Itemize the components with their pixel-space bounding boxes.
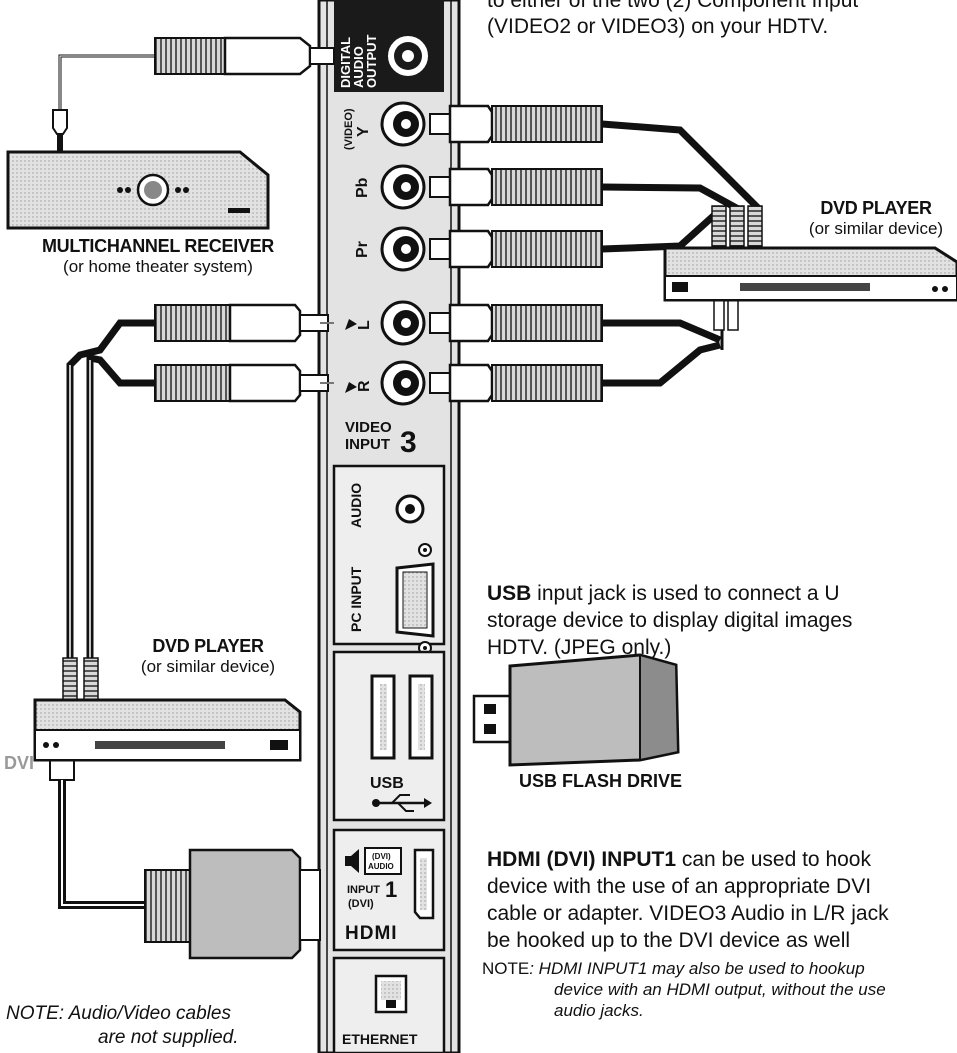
note-left-prefix: NOTE	[6, 1003, 59, 1024]
hdmi-description: HDMI (DVI) INPUT1 can be used to hook de…	[487, 846, 957, 954]
digital-audio-cable	[52, 36, 335, 152]
component-jacks: (VIDEO) Y Pb Pr	[343, 101, 426, 272]
usb-description-line-1: input jack is used to connect a U	[531, 582, 840, 605]
receiver-caption: MULTICHANNEL RECEIVER (or home theater s…	[18, 236, 298, 277]
usb-section: USB	[332, 650, 446, 822]
top-description-line-1: to either of the two (2) Component Input	[487, 0, 859, 12]
note-right-prefix: NOTE	[482, 959, 530, 978]
usb-flash-drive-label: USB FLASH DRIVE	[519, 771, 683, 791]
dvi-cable	[43, 727, 321, 960]
audio-lr-jacks: L R VIDEO INPUT 3	[345, 300, 426, 459]
usb-symbol-icon	[372, 794, 432, 812]
hdmi-input-label: INPUT	[347, 884, 380, 896]
hdmi-description-bold: HDMI (DVI) INPUT1	[487, 848, 676, 871]
top-description: to either of the two (2) Component Input…	[487, 0, 957, 40]
hdmi-input-number: 1	[385, 877, 397, 902]
audio-cables-right	[429, 299, 739, 403]
video-input-label: VIDEO INPUT	[345, 419, 396, 453]
note-left-line-1: : Audio/Video cables	[58, 1003, 231, 1024]
hdmi-description-line-2: device with the use of an appropriate DV…	[487, 875, 872, 898]
dvd-right-title: DVD PLAYER	[820, 198, 932, 218]
jack-l[interactable]	[380, 300, 426, 346]
pr-label: Pr	[354, 241, 371, 258]
jack-pr[interactable]	[380, 226, 426, 272]
usb-description: USB input jack is used to connect a U st…	[487, 580, 957, 661]
note-right-line-1: : HDMI INPUT1 may also be used to hookup	[529, 959, 865, 978]
jack-pb[interactable]	[380, 164, 426, 210]
audio-cables-left	[62, 303, 334, 701]
vga-port[interactable]	[395, 543, 435, 655]
l-label: L	[356, 320, 373, 330]
top-description-line-2: (VIDEO2 or VIDEO3) on your HDTV.	[487, 15, 829, 38]
receiver-subtitle: (or home theater system)	[63, 257, 253, 276]
jack-y[interactable]	[380, 101, 426, 147]
speaker-icon	[345, 849, 359, 873]
note-right: NOTE: HDMI INPUT1 may also be used to ho…	[482, 958, 957, 1021]
ethernet-label: ETHERNET	[342, 1031, 418, 1047]
dvd-left-caption: DVD PLAYER (or similar device)	[108, 636, 308, 677]
digital-audio-output-section: DIGITAL AUDIO OUTPUT	[334, 0, 444, 92]
dvi-label: DVI	[4, 753, 35, 773]
usb-description-line-3: HDTV. (JPEG only.)	[487, 636, 672, 659]
ethernet-section: ETHERNET	[332, 956, 446, 1053]
usb-port-1[interactable]	[370, 674, 396, 760]
hdmi-description-line-4: be hooked up to the DVI device as well	[487, 929, 851, 952]
pc-audio-jack[interactable]	[395, 494, 425, 524]
pc-input-label: PC INPUT	[348, 566, 364, 632]
r-label: R	[356, 380, 373, 392]
hdmi-description-line-3: cable or adapter. VIDEO3 Audio in L/R ja…	[487, 902, 889, 925]
dvd-player-left	[33, 698, 302, 762]
note-right-line-3: audio jacks.	[554, 1001, 644, 1020]
hdmi-section: (DVI) AUDIO INPUT 1 (DVI) HDMI	[332, 828, 446, 952]
pc-input-section: AUDIO PC INPUT	[332, 464, 446, 655]
hdmi-logo: HDMI	[345, 923, 398, 944]
note-left: NOTE: Audio/Video cables are not supplie…	[6, 1002, 316, 1050]
usb-flash-drive-icon	[472, 653, 680, 767]
usb-description-line-2: storage device to display digital images	[487, 609, 853, 632]
multichannel-receiver	[6, 150, 270, 230]
note-right-line-2: device with an HDMI output, without the …	[554, 980, 886, 999]
hdmi-dvi-sub: (DVI)	[348, 898, 374, 910]
component-cables	[429, 104, 763, 269]
dvd-left-subtitle: (or similar device)	[140, 657, 276, 676]
dvd-right-subtitle: (or similar device)	[808, 219, 944, 238]
dvd-left-title: DVD PLAYER	[152, 636, 264, 656]
dvi-audio-label: (DVI) AUDIO	[368, 852, 394, 871]
usb-port-2[interactable]	[408, 674, 434, 760]
usb-description-bold: USB	[487, 582, 532, 605]
jack-r[interactable]	[380, 360, 426, 406]
receiver-title: MULTICHANNEL RECEIVER	[41, 236, 275, 256]
dvd-player-right	[663, 246, 957, 302]
usb-label: USB	[370, 775, 404, 792]
dvd-right-caption: DVD PLAYER (or similar device)	[795, 198, 957, 239]
pb-label: Pb	[354, 177, 371, 198]
audio-label: AUDIO	[348, 483, 364, 528]
ethernet-port[interactable]	[374, 974, 408, 1014]
digital-audio-output-label: DIGITAL AUDIO OUTPUT	[338, 34, 379, 88]
y-label: Y	[355, 126, 372, 137]
note-left-line-2: are not supplied.	[98, 1027, 239, 1048]
video-label: (VIDEO)	[343, 108, 355, 150]
digital-audio-jack[interactable]	[388, 36, 428, 76]
hdmi-port[interactable]	[413, 848, 435, 920]
video-input-number: 3	[400, 426, 417, 459]
hdmi-description-line-1: can be used to hook	[676, 848, 871, 871]
